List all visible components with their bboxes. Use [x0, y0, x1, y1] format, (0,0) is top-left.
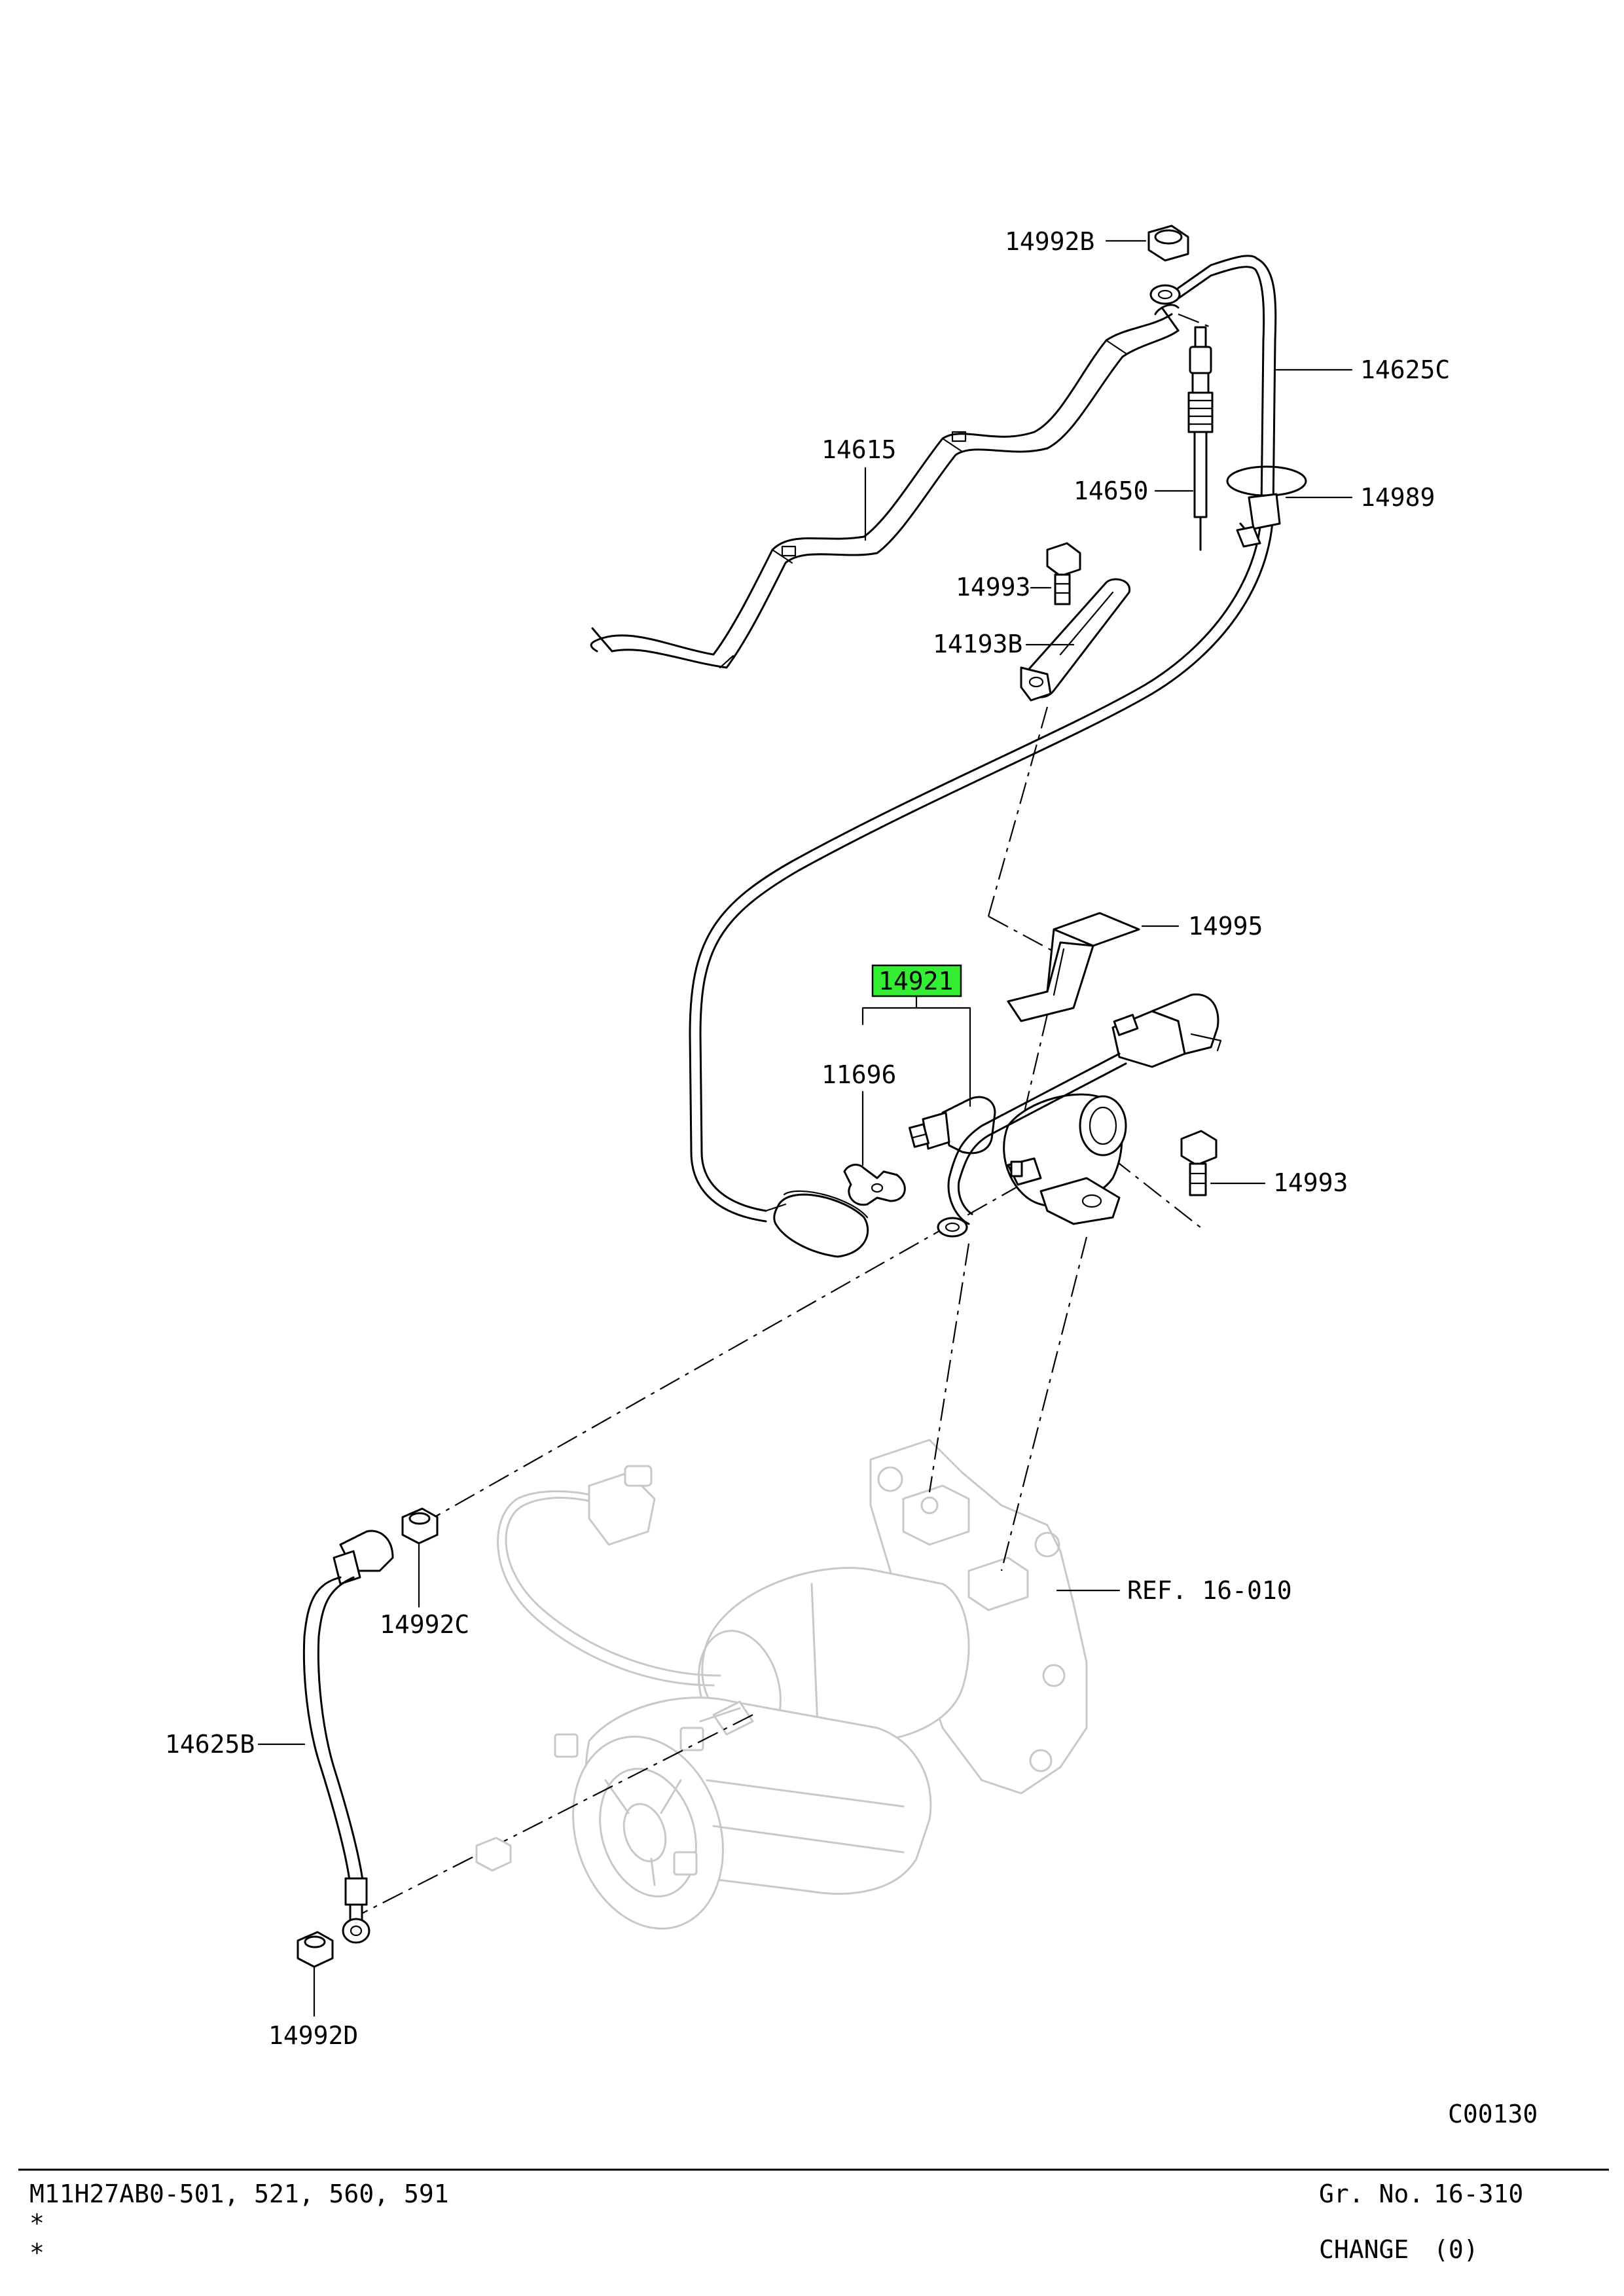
illustration-code: C00130: [1448, 2100, 1538, 2128]
label-14993-top[interactable]: 14993: [956, 573, 1030, 601]
plate-14995: [1007, 912, 1140, 1022]
label-14989[interactable]: 14989: [1360, 483, 1435, 512]
nut-14992C: [401, 1507, 439, 1545]
footer-change-label: CHANGE: [1319, 2235, 1409, 2264]
label-ref-16-010[interactable]: REF. 16-010: [1127, 1576, 1292, 1605]
label-14993-mid[interactable]: 14993: [1273, 1168, 1348, 1197]
bracket-14193B: [1020, 578, 1130, 702]
label-14625C[interactable]: 14625C: [1360, 355, 1450, 384]
label-14921[interactable]: 14921: [878, 967, 953, 996]
bolt-14993-top: [1046, 542, 1081, 605]
label-14992C[interactable]: 14992C: [380, 1610, 469, 1639]
clamp-14989: [1226, 465, 1307, 548]
bolt-14993-mid: [1180, 1130, 1218, 1196]
label-14992D[interactable]: 14992D: [268, 2021, 358, 2050]
footer-star-1: *: [29, 2209, 45, 2238]
part-labels: 14992B 14625C 14615 14650 14989 14993 14…: [165, 227, 1538, 2128]
footer-group-value: 16-310: [1434, 2179, 1524, 2208]
label-leader-lines: [257, 240, 1353, 2017]
label-14650[interactable]: 14650: [1074, 476, 1148, 505]
label-14995[interactable]: 14995: [1188, 912, 1263, 941]
label-14615[interactable]: 14615: [821, 435, 896, 464]
starter-motor-ref-drawing: [497, 1439, 1088, 1930]
label-14193B[interactable]: 14193B: [933, 630, 1022, 658]
cable-14625C: [689, 255, 1277, 1258]
part-highlight-14921[interactable]: [871, 964, 962, 997]
glow-plug-14650: [1187, 326, 1214, 551]
starter-nut-ref: [475, 1837, 512, 1872]
footer-model: M11H27AB0-501, 521, 560, 591: [29, 2179, 449, 2208]
nut-14992B: [1147, 224, 1189, 305]
footer-group-label: Gr. No.: [1319, 2179, 1424, 2208]
label-11696[interactable]: 11696: [821, 1060, 896, 1089]
label-14992B[interactable]: 14992B: [1005, 227, 1094, 256]
nut-14992D: [297, 1931, 334, 1968]
footer-star-2: *: [29, 2238, 45, 2267]
label-14625B[interactable]: 14625B: [165, 1730, 255, 1759]
glow-plug-connector-14615: [590, 304, 1180, 669]
cable-14625B: [302, 1530, 394, 1944]
footer-change-value: (0): [1434, 2235, 1479, 2264]
glow-relay-14921: [937, 993, 1222, 1238]
